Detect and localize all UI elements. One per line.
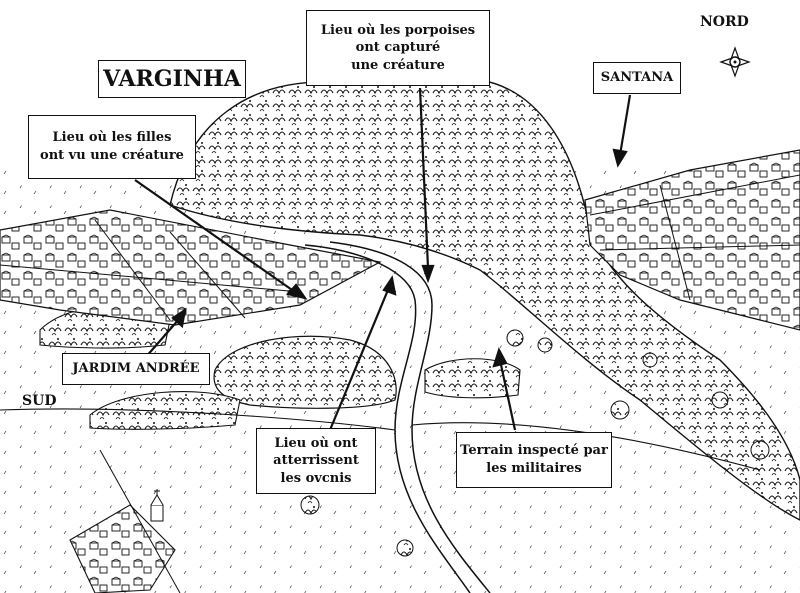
callout-porpoises: Lieu où les porpoises ont capturé une cr… xyxy=(306,10,490,86)
santana-label: SANTANA xyxy=(593,62,681,94)
church-icon xyxy=(150,489,164,522)
callout-terrain: Terrain inspecté par les militaires xyxy=(456,432,612,488)
south-label: SUD xyxy=(22,393,57,409)
santana-neighborhood xyxy=(584,149,800,331)
compass-rose-icon xyxy=(719,46,751,78)
map-title-text: VARGINHA xyxy=(103,66,241,92)
trees-low-left xyxy=(89,391,241,430)
varginha-neighborhood xyxy=(0,209,382,326)
callout-girls: Lieu où les filles ont vu une créature xyxy=(28,115,196,179)
callout-porpoises-text: Lieu où les porpoises ont capturé une cr… xyxy=(320,22,476,73)
santana-label-text: SANTANA xyxy=(600,70,674,86)
north-label: NORD xyxy=(700,14,749,30)
callout-girls-text: Lieu où les filles ont vu une créature xyxy=(40,130,184,163)
callout-landing-text: Lieu où ont atterrissent les ovcnis xyxy=(273,435,359,486)
village-bottom-left xyxy=(69,504,176,593)
callout-landing: Lieu où ont atterrissent les ovcnis xyxy=(256,428,376,494)
scattered-trees xyxy=(300,329,770,557)
map-title: VARGINHA xyxy=(98,60,246,98)
jardim-andree-label-text: JARDIM ANDRÉE xyxy=(72,361,200,377)
pointer-arrows xyxy=(134,87,632,431)
jardim-andree-label: JARDIM ANDRÉE xyxy=(62,353,210,385)
trees-right-middle xyxy=(424,358,521,399)
callout-terrain-text: Terrain inspecté par les militaires xyxy=(460,443,608,476)
road xyxy=(304,244,471,593)
trees-center xyxy=(213,335,397,409)
